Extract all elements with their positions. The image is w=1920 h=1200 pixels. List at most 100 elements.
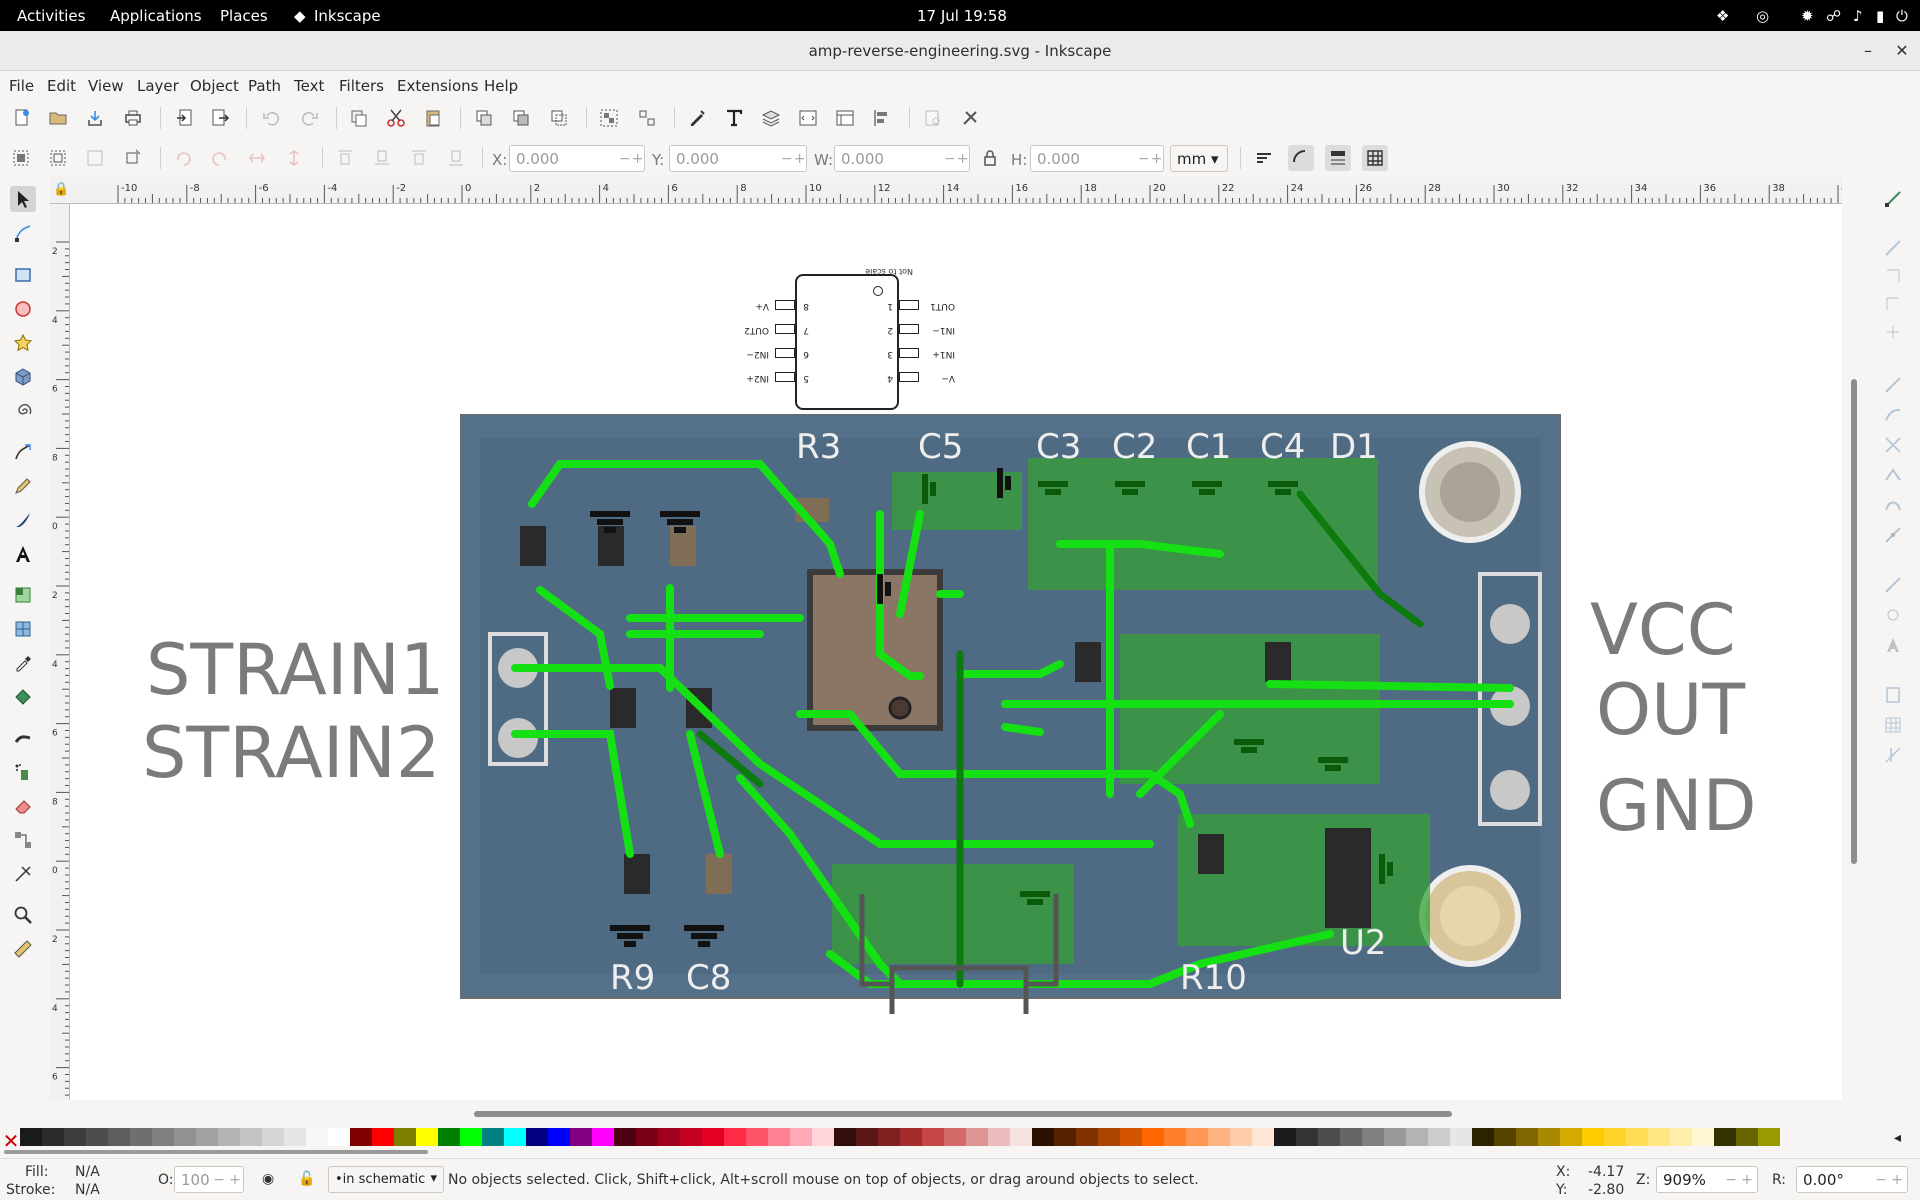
layers-icon[interactable]	[758, 105, 784, 131]
vcc-label[interactable]: VCC	[1590, 589, 1736, 671]
snap-smooth-nodes-icon[interactable]	[1880, 492, 1906, 518]
opacity-field[interactable]: −+	[174, 1166, 244, 1193]
color-swatch[interactable]	[966, 1128, 988, 1146]
connector-tool-icon[interactable]	[10, 827, 36, 853]
color-swatch[interactable]	[1450, 1128, 1472, 1146]
palette-menu-icon[interactable]: ◂	[1894, 1130, 1902, 1146]
snap-nodes-icon[interactable]	[1880, 372, 1906, 398]
horizontal-scrollbar[interactable]	[70, 1100, 1842, 1128]
color-swatch[interactable]	[1252, 1128, 1274, 1146]
color-swatch[interactable]	[1428, 1128, 1450, 1146]
spray-tool-icon[interactable]	[10, 759, 36, 785]
scroll-thumb[interactable]	[1851, 379, 1857, 864]
color-swatch[interactable]	[394, 1128, 416, 1146]
snap-line-midpoints-icon[interactable]	[1880, 522, 1906, 548]
copy-icon[interactable]	[346, 105, 372, 131]
color-swatch[interactable]	[504, 1128, 526, 1146]
color-swatch[interactable]	[1120, 1128, 1142, 1146]
color-swatch[interactable]	[1076, 1128, 1098, 1146]
spiral-tool-icon[interactable]	[10, 398, 36, 424]
lock-layer-icon[interactable]: 🔓	[298, 1171, 316, 1187]
color-swatch[interactable]	[86, 1128, 108, 1146]
color-swatch[interactable]	[812, 1128, 834, 1146]
color-swatch[interactable]	[1318, 1128, 1340, 1146]
strain1-label[interactable]: STRAIN1	[146, 629, 445, 711]
color-swatch[interactable]	[1692, 1128, 1714, 1146]
xml-editor-icon[interactable]	[795, 105, 821, 131]
color-swatch[interactable]	[900, 1128, 922, 1146]
color-swatch[interactable]	[724, 1128, 746, 1146]
minus-icon[interactable]: −	[1138, 150, 1150, 167]
color-swatch[interactable]	[174, 1128, 196, 1146]
color-swatch[interactable]	[262, 1128, 284, 1146]
fill-indicator[interactable]: N/A	[75, 1164, 100, 1180]
color-swatch[interactable]	[152, 1128, 174, 1146]
color-swatch[interactable]	[614, 1128, 636, 1146]
lower-icon[interactable]	[406, 145, 432, 171]
menu-edit[interactable]: Edit	[47, 77, 77, 95]
gnd-label[interactable]: GND	[1596, 765, 1757, 847]
plus-icon[interactable]: +	[793, 150, 806, 167]
select-all-icon[interactable]	[8, 145, 34, 171]
color-swatch[interactable]	[1538, 1128, 1560, 1146]
snap-toggle-icon[interactable]	[1880, 186, 1906, 212]
color-swatch[interactable]	[20, 1128, 42, 1146]
applications-menu[interactable]: Applications	[110, 7, 202, 25]
ungroup-icon[interactable]	[634, 105, 660, 131]
cut-icon[interactable]	[383, 105, 409, 131]
color-swatch[interactable]	[64, 1128, 86, 1146]
dropbox-icon[interactable]: ❖	[1716, 7, 1730, 25]
color-swatch[interactable]	[768, 1128, 790, 1146]
x-field[interactable]: −+	[509, 145, 645, 172]
color-swatch[interactable]	[1384, 1128, 1406, 1146]
minus-icon[interactable]: −	[1725, 1171, 1737, 1188]
color-swatch[interactable]	[284, 1128, 306, 1146]
color-swatch[interactable]	[438, 1128, 460, 1146]
raise-icon[interactable]	[369, 145, 395, 171]
app-menu[interactable]: Inkscape	[314, 7, 381, 25]
drawing-canvas[interactable]: Not to scale OUT1 1 IN1− 2 IN1+ 3 V− 4 8…	[70, 204, 1842, 1100]
clock[interactable]: 17 Jul 19:58	[917, 7, 1007, 25]
color-swatch[interactable]	[856, 1128, 878, 1146]
scale-radii-icon[interactable]	[1288, 145, 1314, 171]
ellipse-tool-icon[interactable]	[10, 296, 36, 322]
y-field[interactable]: −+	[669, 145, 807, 172]
calligraphy-tool-icon[interactable]	[10, 507, 36, 533]
color-swatch[interactable]	[592, 1128, 614, 1146]
minimize-icon[interactable]: –	[1864, 41, 1872, 60]
minus-icon[interactable]: −	[213, 1171, 225, 1188]
color-swatch[interactable]	[1274, 1128, 1296, 1146]
color-swatch[interactable]	[1208, 1128, 1230, 1146]
opacity-input[interactable]	[175, 1170, 211, 1189]
save-icon[interactable]	[82, 105, 108, 131]
zoom-field[interactable]: −+	[1656, 1166, 1758, 1193]
zoom-input[interactable]	[1657, 1170, 1723, 1189]
zoom-tool-icon[interactable]	[10, 902, 36, 928]
color-swatch[interactable]	[1164, 1128, 1186, 1146]
color-swatch[interactable]	[372, 1128, 394, 1146]
color-swatch[interactable]	[526, 1128, 548, 1146]
minus-icon[interactable]: −	[780, 150, 793, 167]
pencil-tool-icon[interactable]	[10, 473, 36, 499]
color-swatch[interactable]	[1032, 1128, 1054, 1146]
battery-icon[interactable]: ▮	[1876, 7, 1885, 25]
snap-rotation-center-icon[interactable]	[1880, 602, 1906, 628]
color-swatch[interactable]	[636, 1128, 658, 1146]
palette-scrollbar[interactable]	[4, 1150, 428, 1154]
selector-tool-icon[interactable]	[10, 186, 36, 212]
color-swatch[interactable]	[570, 1128, 592, 1146]
paint-bucket-tool-icon[interactable]	[10, 684, 36, 710]
snap-guides-icon[interactable]	[1880, 742, 1906, 768]
color-swatch[interactable]	[1054, 1128, 1076, 1146]
unit-select[interactable]: mm ▾	[1170, 145, 1228, 172]
plus-icon[interactable]: +	[956, 150, 969, 167]
node-tool-icon[interactable]	[10, 220, 36, 246]
move-patterns-icon[interactable]	[1362, 145, 1388, 171]
vertical-scrollbar[interactable]	[1842, 204, 1866, 1100]
no-paint-swatch[interactable]: ✕	[2, 1129, 20, 1153]
preferences-icon[interactable]	[957, 105, 983, 131]
rectangle-tool-icon[interactable]	[10, 262, 36, 288]
plus-icon[interactable]: +	[1891, 1171, 1903, 1188]
color-swatch[interactable]	[1362, 1128, 1384, 1146]
